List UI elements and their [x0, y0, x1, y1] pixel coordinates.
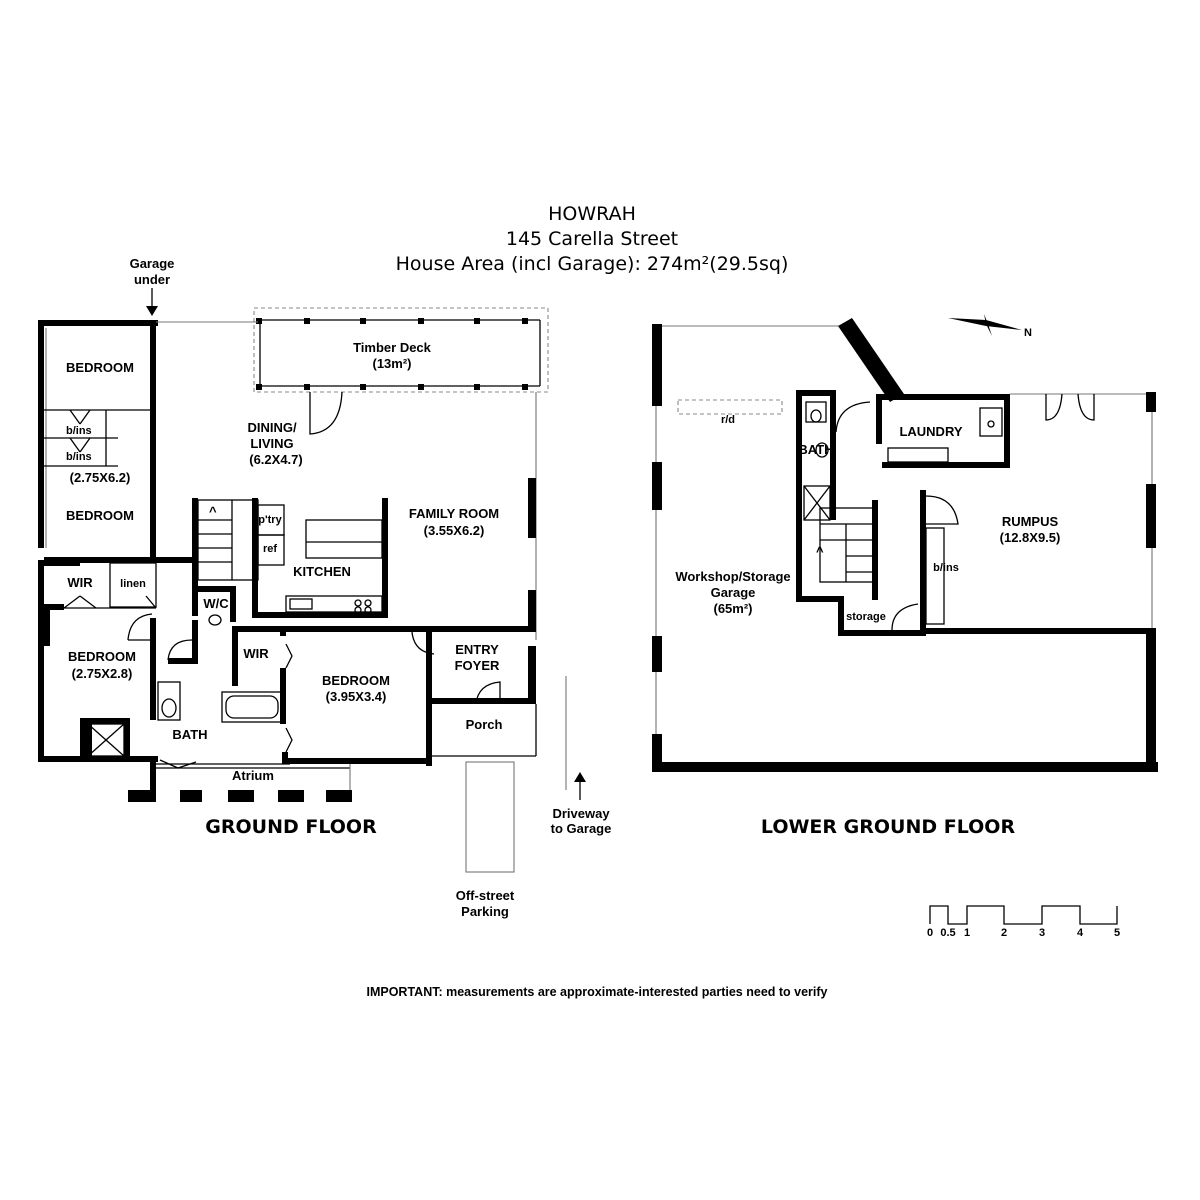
foyer-label: FOYER: [455, 658, 500, 673]
rumpus-label: RUMPUS: [1002, 514, 1059, 529]
driveway-label: Driveway: [552, 806, 610, 821]
dining-label: DINING/: [247, 420, 297, 435]
parking-label: Off-street: [456, 888, 515, 903]
lower-bath-label: BATH: [798, 442, 833, 457]
bedroom-left-label: BEDROOM: [68, 649, 136, 664]
ground-stair-arrow: ^: [209, 504, 217, 519]
scale-bar: 0 0.5 1 2 3 4 5: [927, 905, 1120, 939]
rumpus-dims: (12.8X9.5): [1000, 530, 1061, 545]
dining-dims: (6.2X4.7): [249, 452, 302, 467]
wir-mid-label: WIR: [243, 646, 269, 661]
bedroom-main-dims: (3.95X3.4): [326, 689, 387, 704]
lower-stair-arrow: ^: [816, 544, 824, 559]
linen-label: linen: [120, 578, 146, 590]
pantry-label: p'try: [258, 514, 282, 526]
bath-label: BATH: [172, 727, 207, 742]
bedroom-top-label: BEDROOM: [66, 360, 134, 375]
family-room-label: FAMILY ROOM: [409, 506, 499, 521]
house-area: House Area (incl Garage): 274m²(29.5sq): [396, 253, 789, 275]
atrium-label: Atrium: [232, 768, 274, 783]
bedroom-left-dims: (2.75X2.8): [72, 666, 133, 681]
ref-label: ref: [263, 543, 277, 555]
address: 145 Carella Street: [506, 228, 678, 250]
laundry-label: LAUNDRY: [899, 424, 962, 439]
ground-floor-plan: ^: [38, 256, 611, 919]
lower-ground-floor-plan: ^ N r/d BATH LAUNDRY RUMPUS (12.8X9.5) W…: [652, 314, 1158, 838]
garage-area: (65m²): [713, 601, 752, 616]
scale-tick-4: 4: [1077, 927, 1084, 939]
entry-label: ENTRY: [455, 642, 499, 657]
disclaimer-note: IMPORTANT: measurements are approximate-…: [366, 985, 827, 999]
ground-floor-title: GROUND FLOOR: [205, 816, 377, 838]
rd-label: r/d: [721, 414, 735, 426]
bins-2-label: b/ins: [66, 451, 92, 463]
scale-tick-0: 0: [927, 927, 933, 939]
living-label: LIVING: [250, 436, 293, 451]
scale-tick-5: 5: [1114, 927, 1120, 939]
wc-label: W/C: [203, 596, 229, 611]
timber-deck-label: Timber Deck: [353, 340, 432, 355]
lower-bins-label: b/ins: [933, 562, 959, 574]
driveway-label-2: to Garage: [551, 821, 612, 836]
lower-floor-title: LOWER GROUND FLOOR: [761, 816, 1016, 838]
timber-deck-area: (13m²): [372, 356, 411, 371]
suburb-title: HOWRAH: [548, 203, 636, 225]
garage-label: Garage: [711, 585, 756, 600]
bedroom-dims-label: (2.75X6.2): [70, 470, 131, 485]
scale-tick-0-5: 0.5: [940, 927, 955, 939]
porch-label: Porch: [466, 717, 503, 732]
bedroom-mid-label: BEDROOM: [66, 508, 134, 523]
workshop-label: Workshop/Storage: [675, 569, 790, 584]
bins-1-label: b/ins: [66, 425, 92, 437]
kitchen-label: KITCHEN: [293, 564, 351, 579]
north-label: N: [1024, 327, 1032, 339]
parking-label-2: Parking: [461, 904, 509, 919]
storage-label: storage: [846, 611, 886, 623]
scale-tick-2: 2: [1001, 927, 1007, 939]
garage-under-label-2: under: [134, 272, 170, 287]
scale-tick-3: 3: [1039, 927, 1045, 939]
garage-under-label: Garage: [130, 256, 175, 271]
bedroom-main-label: BEDROOM: [322, 673, 390, 688]
scale-tick-1: 1: [964, 927, 970, 939]
family-room-dims: (3.55X6.2): [424, 523, 485, 538]
wir-left-label: WIR: [67, 575, 93, 590]
